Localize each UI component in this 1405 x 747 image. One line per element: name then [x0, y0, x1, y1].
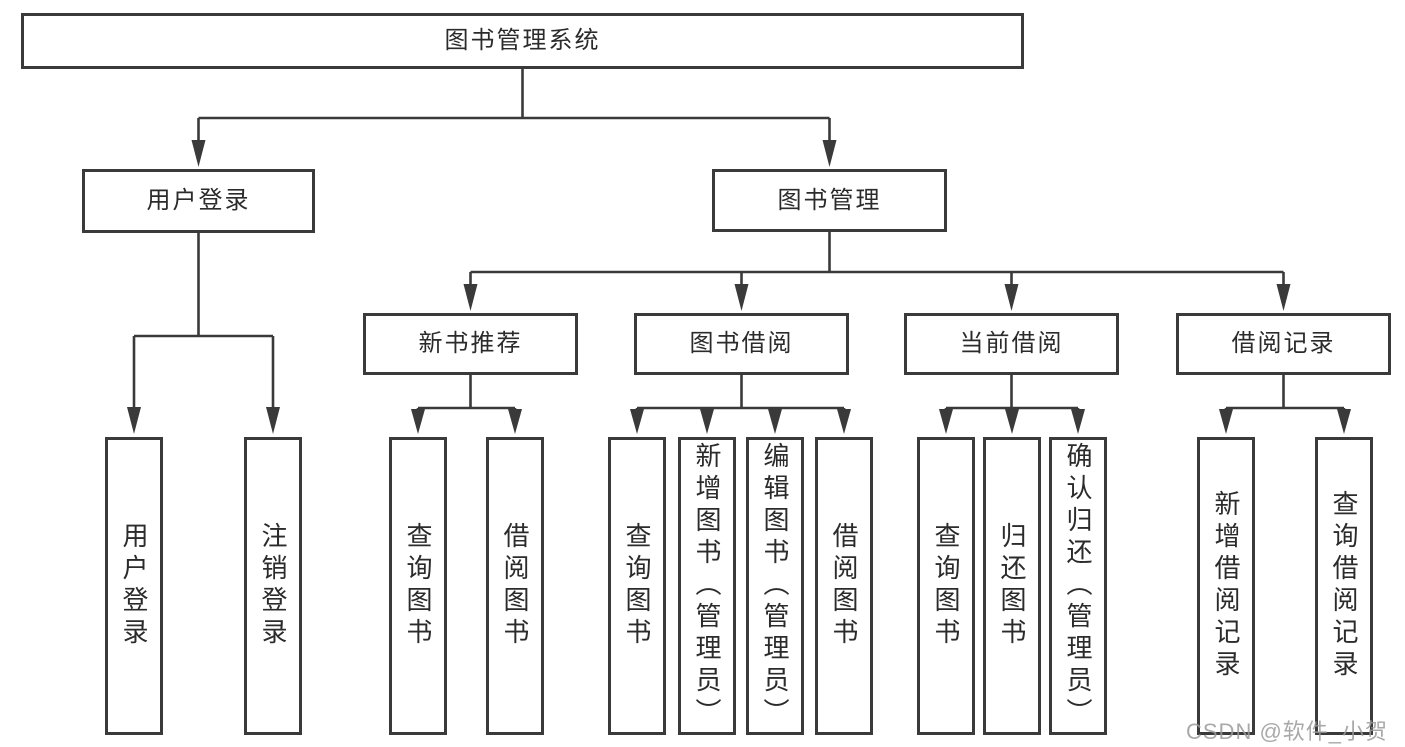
leaf-query-books-current: 查询图书 [917, 437, 975, 735]
leaf-borrow-book-recommend: 借阅图书 [486, 437, 544, 735]
arrow-down-icon [191, 140, 206, 167]
arrow-down-icon [700, 409, 714, 434]
leaf-add-borrow-record: 新增借阅记录 [1197, 437, 1255, 735]
leaf-label: 查询图书 [403, 522, 433, 650]
leaf-label: 确认归还（管理员） [1063, 442, 1093, 730]
leaf-label: 借阅图书 [829, 522, 859, 650]
leaf-logout: 注销登录 [244, 437, 302, 735]
leaf-borrow-book: 借阅图书 [815, 437, 873, 735]
connector-root-to-level2 [197, 68, 831, 141]
arrow-down-icon [266, 407, 280, 434]
arrow-down-icon [1219, 409, 1233, 434]
leaf-query-borrow-record: 查询借阅记录 [1315, 437, 1373, 735]
node-label: 图书管理 [777, 186, 882, 214]
watermark-text: CSDN @软件_小贺同学 [1186, 719, 1389, 744]
leaf-query-books-recommend: 查询图书 [389, 437, 447, 735]
connector-userlogin-to-leaves [132, 233, 275, 409]
node-label: 借阅记录 [1231, 330, 1336, 357]
arrow-down-icon [1276, 284, 1291, 311]
arrow-down-icon [1337, 409, 1351, 434]
arrow-down-icon [1004, 284, 1019, 311]
leaf-query-books-borrow: 查询图书 [608, 437, 666, 735]
arrow-down-icon [939, 409, 953, 434]
arrow-down-icon [768, 409, 782, 434]
leaf-label: 归还图书 [997, 522, 1027, 650]
node-label: 图书管理系统 [444, 27, 601, 54]
node-library-system: 图书管理系统 [21, 13, 1024, 69]
leaf-edit-book-admin: 编辑图书（管理员） [746, 437, 804, 735]
connector-level3-to-leaves [416, 375, 1346, 412]
node-book-borrowing: 图书借阅 [634, 313, 849, 375]
leaf-label: 用户登录 [119, 522, 149, 650]
leaf-add-book-admin: 新增图书（管理员） [678, 437, 736, 735]
arrow-down-icon [1071, 409, 1085, 434]
leaf-confirm-return-admin: 确认归还（管理员） [1049, 437, 1107, 735]
arrow-down-icon [508, 409, 522, 434]
leaf-label: 查询图书 [622, 522, 652, 650]
leaf-label: 借阅图书 [500, 522, 530, 650]
leaf-label: 编辑图书（管理员） [760, 442, 790, 730]
arrow-down-icon [837, 409, 851, 434]
node-label: 用户登录 [146, 187, 251, 214]
arrow-down-icon [411, 409, 425, 434]
node-current-borrowing: 当前借阅 [904, 313, 1119, 375]
arrow-down-icon [734, 284, 749, 311]
arrow-down-icon [463, 284, 478, 311]
node-user-login: 用户登录 [82, 169, 315, 233]
arrow-down-icon [127, 407, 141, 434]
arrow-down-icon [630, 409, 644, 434]
node-label: 新书推荐 [418, 330, 523, 357]
arrow-down-icon [822, 140, 837, 167]
leaf-user-login: 用户登录 [105, 437, 163, 735]
leaf-return-book: 归还图书 [983, 437, 1041, 735]
leaf-label: 查询图书 [931, 522, 961, 650]
leaf-label: 新增借阅记录 [1211, 490, 1241, 682]
arrow-down-icon [1005, 409, 1019, 434]
node-label: 图书借阅 [689, 330, 794, 357]
node-book-management: 图书管理 [712, 169, 947, 232]
leaf-label: 新增图书（管理员） [692, 442, 722, 730]
node-new-book-recommend: 新书推荐 [363, 313, 578, 375]
node-label: 当前借阅 [959, 330, 1064, 357]
leaf-label: 注销登录 [258, 522, 288, 650]
leaf-label: 查询借阅记录 [1329, 490, 1359, 682]
node-borrowing-records: 借阅记录 [1176, 313, 1391, 375]
arrowheads [127, 140, 1351, 434]
connector-bookmgmt-to-level3 [469, 232, 1285, 285]
